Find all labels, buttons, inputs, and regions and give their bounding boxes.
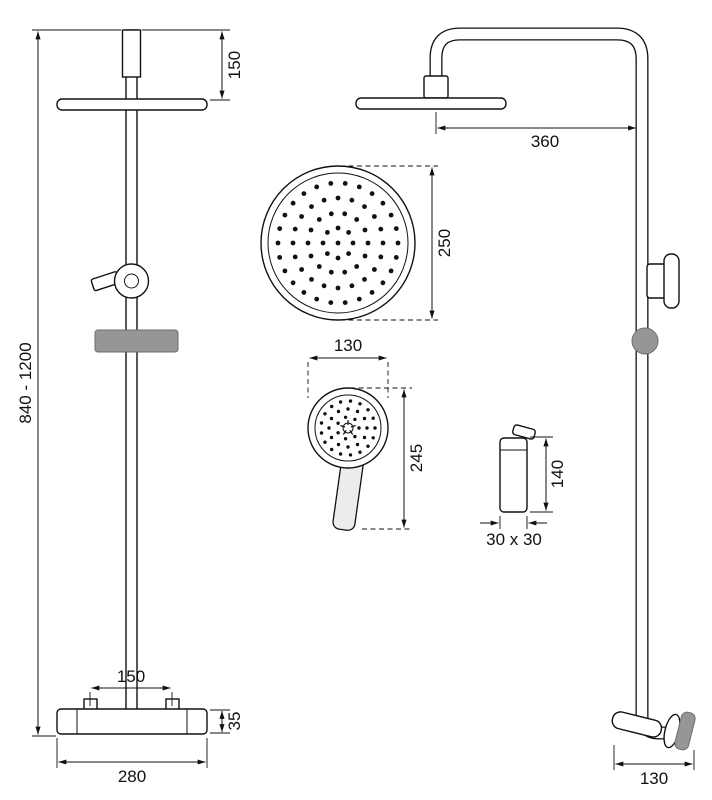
hand-shower-nozzles xyxy=(319,399,377,457)
riser-pipe-front xyxy=(125,29,138,713)
dim-label-hand-length: 245 xyxy=(407,444,426,472)
dimension-elbow-depth: 130 xyxy=(613,745,695,788)
dimension-mixer-height: 35 xyxy=(210,709,244,734)
spray-nozzle-pattern xyxy=(275,181,401,305)
dim-label-head-diameter: 250 xyxy=(435,229,454,257)
arm-connector-nut xyxy=(423,75,449,99)
wall-elbow xyxy=(611,711,696,751)
dim-label-mixer-width: 280 xyxy=(118,767,146,786)
dimension-head-diameter: 250 xyxy=(340,165,454,321)
dim-label-mixer-height: 35 xyxy=(225,712,244,731)
front-view xyxy=(56,29,208,735)
outlet-lever xyxy=(512,424,536,440)
dim-label-top-arm: 150 xyxy=(225,51,244,79)
dim-label-inlet-spacing: 150 xyxy=(117,667,145,686)
overhead-shower-front xyxy=(56,98,208,111)
mixer-front xyxy=(56,698,208,735)
hand-shower xyxy=(307,387,389,531)
dimension-top-arm: 150 xyxy=(142,29,244,101)
dim-label-outlet-section: 30 x 30 xyxy=(486,530,542,549)
dimension-mixer-width: 280 xyxy=(56,738,208,786)
dimension-arm-reach: 360 xyxy=(435,112,637,151)
dim-label-height: 840 - 1200 xyxy=(16,342,35,423)
dimension-height: 840 - 1200 xyxy=(16,29,121,737)
overhead-shower-side xyxy=(355,97,507,110)
side-valve-knob xyxy=(646,253,680,309)
dimension-hand-width: 130 xyxy=(307,336,389,398)
front-diverter-valve xyxy=(90,263,150,299)
dim-label-arm-reach: 360 xyxy=(531,132,559,151)
dim-label-hand-width: 130 xyxy=(334,336,362,355)
wall-outlet xyxy=(499,424,536,513)
hand-shower-selector xyxy=(340,420,356,435)
overhead-shower-top-view xyxy=(260,165,416,321)
shelf xyxy=(94,329,179,353)
dimension-inlet-spacing: 150 xyxy=(89,667,173,706)
pipe-top-sleeve xyxy=(121,29,142,78)
dimension-hand-length: 245 xyxy=(350,387,426,530)
dimension-outlet-height: 140 xyxy=(530,436,567,513)
side-view xyxy=(355,27,696,751)
dim-label-outlet-height: 140 xyxy=(548,460,567,488)
diverter-knob xyxy=(631,327,659,355)
dim-label-elbow-depth: 130 xyxy=(640,769,668,788)
dimension-outlet-section: 30 x 30 xyxy=(480,516,547,549)
